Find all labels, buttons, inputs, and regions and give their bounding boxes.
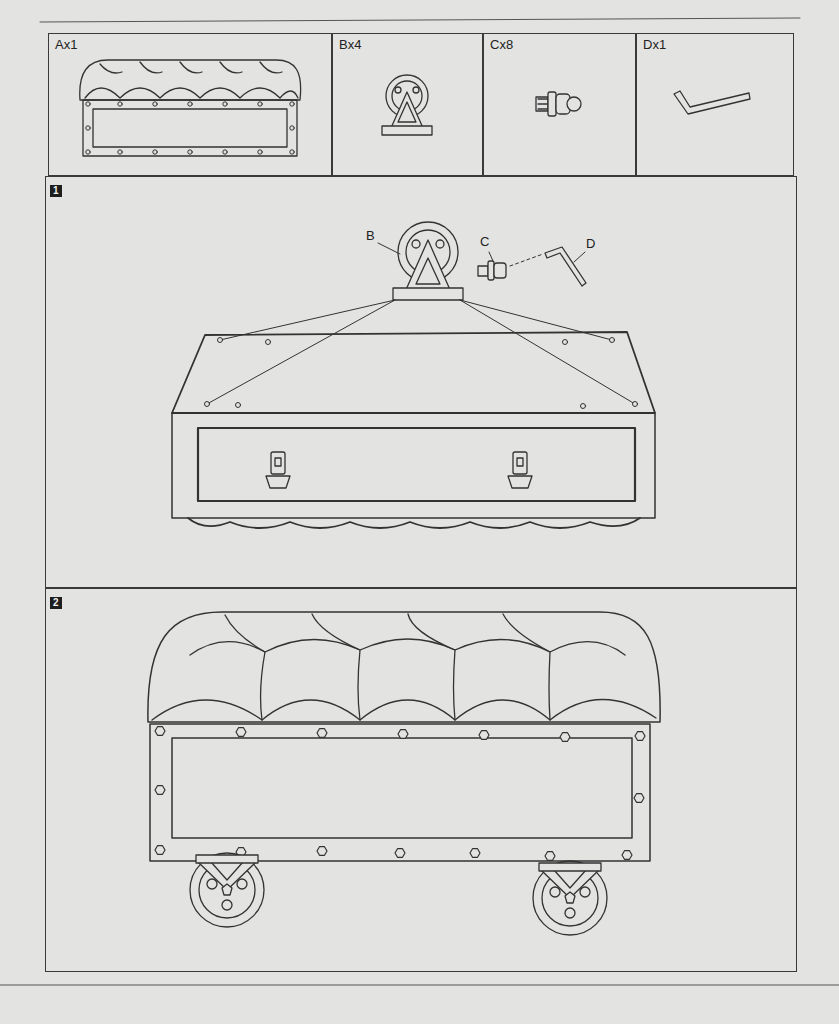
placement-line xyxy=(460,300,612,340)
caster-bracket xyxy=(391,92,423,128)
part-label: Dx1 xyxy=(643,37,666,52)
placement-line xyxy=(207,300,395,404)
bolt-washer xyxy=(548,92,556,116)
part-cell: Ax1 xyxy=(48,33,332,176)
wheel-hole xyxy=(412,240,420,248)
mounting-holes xyxy=(205,338,638,409)
callout-letter: D xyxy=(586,236,595,251)
ottoman-bottom xyxy=(172,332,655,413)
part-label: 1 xyxy=(50,185,62,197)
ottoman-part xyxy=(80,60,301,156)
cushion-seams xyxy=(225,614,550,720)
ottoman-body xyxy=(150,724,650,861)
step1-illustration xyxy=(172,222,655,528)
part-cell: Dx1 xyxy=(636,33,794,176)
part-label: Ax1 xyxy=(55,37,77,52)
caster-wheel xyxy=(190,853,264,927)
wheel-hole xyxy=(436,240,444,248)
cushion-outline xyxy=(148,612,660,722)
cushion-tufts xyxy=(190,639,625,655)
ottoman-panel xyxy=(93,109,287,147)
bolt-socket xyxy=(567,97,581,111)
bolt-head xyxy=(494,263,506,278)
hex-key xyxy=(674,91,750,114)
cushion-tufts xyxy=(85,88,298,98)
part-label: Cx8 xyxy=(490,37,513,52)
ottoman-panel xyxy=(172,738,632,838)
callout-letter: B xyxy=(366,228,375,243)
leader-line xyxy=(574,252,585,262)
leader-line xyxy=(378,243,400,254)
caster-wheel xyxy=(533,861,607,935)
bolt-washer xyxy=(488,261,494,280)
ottoman-panel xyxy=(198,428,635,501)
callout-letter: C xyxy=(480,234,489,249)
step-panel: 1 xyxy=(45,176,797,588)
cushion-seams xyxy=(100,62,282,73)
bolt-thread xyxy=(538,99,548,109)
caster-plate xyxy=(382,126,432,135)
hex-key xyxy=(545,247,586,286)
bolt-part xyxy=(536,92,581,116)
caster-bracket-inner xyxy=(398,102,416,122)
cushion-edge xyxy=(188,518,640,528)
bolt-shank xyxy=(478,266,488,276)
caster-plate xyxy=(393,288,463,300)
rivets xyxy=(86,102,294,154)
leader-line xyxy=(489,252,493,261)
bolt-shank xyxy=(536,97,548,111)
step2-illustration xyxy=(148,612,660,935)
cushion-outline xyxy=(80,60,301,100)
caster-part xyxy=(382,75,432,135)
hex-key-part xyxy=(674,91,750,114)
hex-rivets xyxy=(155,727,645,861)
placement-line xyxy=(460,300,635,404)
part-cell: Bx4 xyxy=(332,33,483,176)
caster-bracket-inner xyxy=(416,258,440,284)
page-edge xyxy=(0,985,839,986)
page-edge xyxy=(40,18,800,22)
wheel-hole xyxy=(395,87,401,93)
ottoman-body xyxy=(83,100,297,156)
latch xyxy=(266,452,532,488)
part-label: Bx4 xyxy=(339,37,361,52)
ottoman-side xyxy=(172,413,655,518)
step-panel: 2 xyxy=(45,588,797,972)
part-cell: Cx8 xyxy=(483,33,636,176)
part-label: 2 xyxy=(50,597,62,609)
insert-guide xyxy=(510,254,543,266)
cushion-tufts xyxy=(152,699,656,720)
caster-bracket xyxy=(405,240,451,292)
wheel-hole xyxy=(413,87,419,93)
